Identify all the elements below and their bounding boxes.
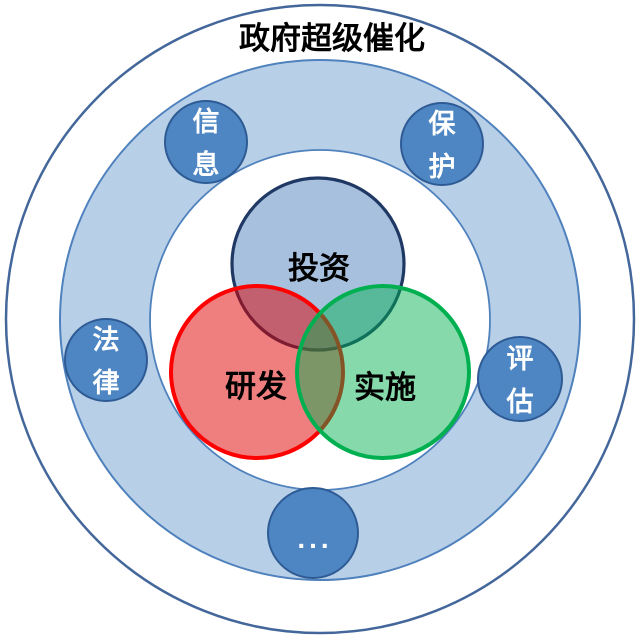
satellite-law-circle [64, 318, 148, 402]
venn-rd-label: 研发 [225, 369, 287, 404]
satellite-more: ... [267, 487, 359, 579]
venn-implementation-circle [295, 284, 471, 460]
satellite-information-label-line1: 信 [193, 107, 220, 137]
satellite-information-label-line2: 息 [193, 149, 220, 180]
satellite-law-label-line1: 法 [93, 325, 120, 355]
diagram-title: 政府超级催化 [239, 21, 425, 56]
satellite-protection-label-line1: 保 [428, 109, 457, 139]
satellite-more-label: ... [297, 523, 332, 554]
satellite-law: 法 律 [64, 318, 148, 402]
satellite-evaluation-circle [477, 336, 563, 422]
venn-investment-label: 投资 [288, 251, 350, 286]
satellite-law-label-line2: 律 [93, 368, 120, 398]
satellite-protection-circle [400, 102, 484, 186]
venn-rd-circle [169, 284, 345, 460]
satellite-evaluation: 评 估 [477, 336, 563, 422]
satellite-information-circle [164, 100, 248, 184]
satellite-protection-label-line2: 护 [429, 152, 456, 182]
satellite-evaluation-label-line1: 评 [507, 344, 534, 374]
satellite-evaluation-label-line2: 估 [506, 387, 534, 417]
satellite-protection: 保 护 [400, 102, 484, 186]
venn-implementation-label: 实施 [354, 370, 416, 405]
satellite-more-circle [267, 487, 359, 579]
satellite-information: 信 息 [164, 100, 248, 184]
